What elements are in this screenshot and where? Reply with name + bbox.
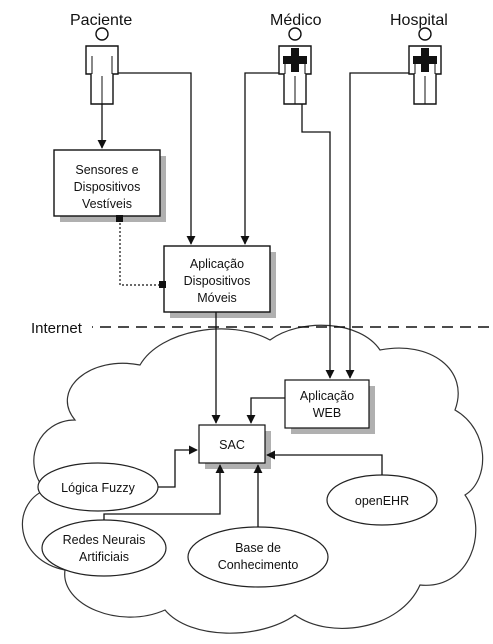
- openehr-label: openEHR: [355, 494, 409, 508]
- medical-cross-icon: [413, 48, 437, 72]
- app-moveis-line-3: Móveis: [197, 291, 237, 305]
- base-line-1: Base de: [235, 541, 281, 555]
- fuzzy-label: Lógica Fuzzy: [61, 481, 135, 495]
- medico-actor: [278, 27, 312, 105]
- medico-to-app-moveis-arrow: [240, 72, 279, 245]
- app-web-line-2: WEB: [313, 406, 341, 420]
- connector-square-icon: [159, 281, 166, 288]
- hospital-actor: [408, 27, 442, 105]
- hospital-label: Hospital: [390, 12, 448, 29]
- sensores-box: Sensores e Dispositivos Vestíveis: [53, 149, 166, 222]
- app-moveis-line-2: Dispositivos: [184, 274, 251, 288]
- internet-label: Internet: [31, 320, 83, 337]
- paciente-actor: [85, 27, 119, 105]
- fuzzy-to-sac-arrow: [158, 445, 198, 488]
- medical-cross-icon: [283, 48, 307, 72]
- hospital-to-app-web-arrow: [345, 72, 409, 379]
- redes-line-1: Redes Neurais: [63, 533, 146, 547]
- paciente-label: Paciente: [70, 12, 132, 29]
- base-line-2: Conhecimento: [218, 558, 299, 572]
- app-moveis-line-1: Aplicação: [190, 257, 244, 271]
- openehr-ellipse: openEHR: [326, 474, 438, 526]
- redes-line-2: Artificiais: [79, 550, 129, 564]
- medico-label: Médico: [270, 12, 322, 29]
- sensores-line-2: Dispositivos: [74, 180, 141, 194]
- paciente-to-app-moveis-arrow: [118, 72, 196, 245]
- connector-square-icon: [116, 215, 123, 222]
- sensores-line-3: Vestíveis: [82, 197, 132, 211]
- openehr-to-sac-arrow: [266, 450, 383, 475]
- app-web-line-1: Aplicação: [300, 389, 354, 403]
- logica-fuzzy-ellipse: Lógica Fuzzy: [37, 462, 159, 512]
- medico-to-app-web-arrow: [301, 104, 335, 379]
- app-web-box: Aplicação WEB: [284, 379, 375, 434]
- base-conhecimento-ellipse: Base de Conhecimento: [187, 526, 329, 588]
- sac-label: SAC: [219, 438, 245, 452]
- app-web-to-sac-arrow: [246, 397, 285, 424]
- redes-to-sac-arrow: [103, 464, 225, 520]
- sensores-line-1: Sensores e: [75, 163, 138, 177]
- sac-box: SAC: [198, 424, 271, 469]
- app-moveis-box: Aplicação Dispositivos Móveis: [163, 245, 276, 318]
- sensores-to-app-moveis-dotted-link: [119, 219, 164, 286]
- redes-neurais-ellipse: Redes Neurais Artificiais: [41, 519, 167, 577]
